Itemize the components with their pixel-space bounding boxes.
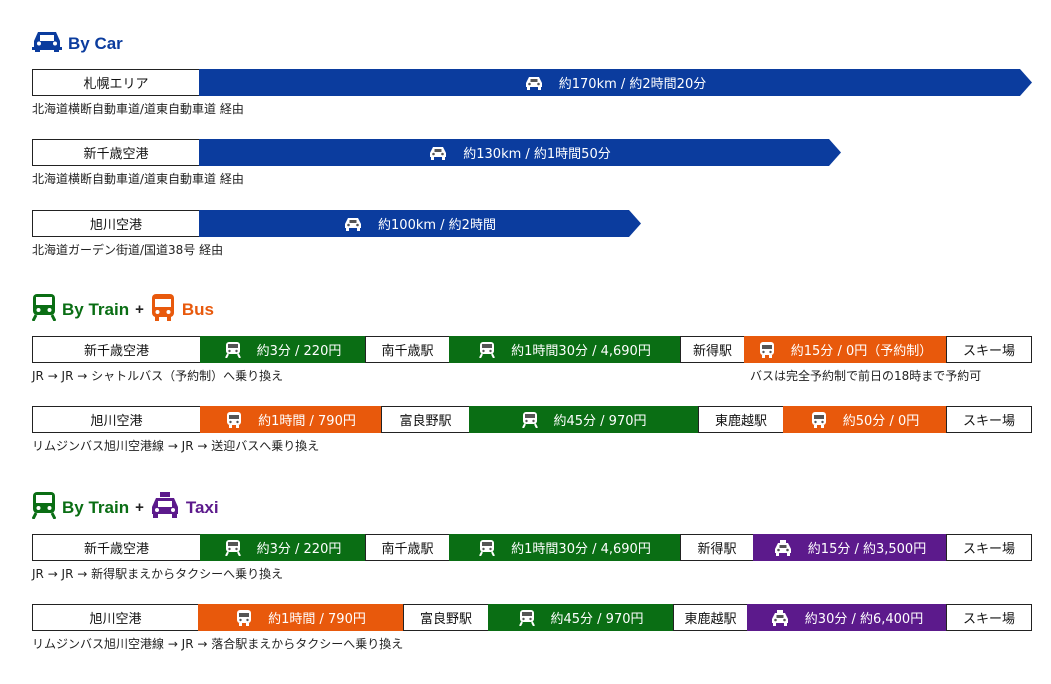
destination: スキー場	[946, 604, 1032, 631]
train-bus-route: 旭川空港 約1時間 / 790円 富良野駅 約45分 / 970円 東鹿越駅 約…	[32, 406, 1032, 455]
route-note: 北海道横断自動車道/道東自動車道 経由	[32, 172, 244, 186]
train-icon	[224, 539, 249, 556]
taxi-icon	[150, 491, 186, 524]
route-note: リムジンバス旭川空港線 → JR → 落合駅まえからタクシーへ乗り換え	[32, 637, 404, 651]
plus-sign: +	[135, 499, 144, 516]
car-route: 新千歳空港 約130km / 約1時間50分 北海道横断自動車道/道東自動車道 …	[32, 139, 1032, 188]
transfer-stop: 南千歳駅	[365, 534, 450, 561]
route-origin: 旭川空港	[32, 210, 200, 237]
car-duration-segment: 約100km / 約2時間	[199, 210, 641, 237]
bus-icon	[811, 411, 835, 428]
train-icon	[479, 539, 503, 556]
leg-duration-text: 約50分 / 0円	[842, 414, 920, 429]
leg-duration-segment: 約1時間30分 / 4,690円	[449, 534, 681, 561]
car-route: 旭川空港 約100km / 約2時間 北海道ガーデン街道/国道38号 経由	[32, 210, 1032, 259]
bus-icon	[759, 341, 783, 358]
car-duration-text: 約170km / 約2時間20分	[558, 77, 707, 92]
car-title-text: By Car	[68, 33, 123, 53]
train-icon	[521, 411, 546, 428]
destination: スキー場	[946, 406, 1032, 433]
transfer-stop: 東鹿越駅	[673, 604, 748, 631]
leg-duration-text: 約1時間 / 790円	[268, 612, 366, 627]
leg-duration-text: 約3分 / 220円	[256, 344, 342, 359]
train-icon	[31, 491, 62, 524]
train-taxi-route: 新千歳空港 約3分 / 220円 南千歳駅 約1時間30分 / 4,690円 新…	[32, 534, 1032, 583]
leg-duration-segment: 約30分 / 約6,400円	[747, 604, 947, 631]
leg-duration-text: 約1時間 / 790円	[258, 414, 356, 429]
bus-icon	[236, 609, 260, 626]
car-icon	[32, 30, 68, 57]
car-duration-segment: 約170km / 約2時間20分	[199, 69, 1032, 96]
section-title-train-bus: By Train + Bus	[31, 293, 214, 326]
route-origin: 札幌エリア	[32, 69, 200, 96]
destination: スキー場	[946, 336, 1032, 363]
leg-duration-text: 約3分 / 220円	[256, 542, 342, 557]
car-icon	[429, 146, 455, 160]
transfer-stop: 新得駅	[680, 336, 745, 363]
route-note: 北海道横断自動車道/道東自動車道 経由	[32, 102, 244, 116]
car-duration-text: 約130km / 約1時間50分	[463, 147, 611, 162]
route-note: 北海道ガーデン街道/国道38号 経由	[32, 243, 224, 257]
route-note: リムジンバス旭川空港線 → JR → 送迎バスへ乗り換え	[32, 439, 320, 453]
leg-duration-segment: 約1時間 / 790円	[198, 604, 404, 631]
section-title-car: By Car	[32, 30, 123, 57]
train-icon	[31, 293, 62, 326]
train-title-text: By Train	[62, 299, 130, 319]
plus-sign: +	[135, 301, 144, 318]
train-icon	[518, 609, 543, 626]
route-origin: 旭川空港	[32, 406, 201, 433]
leg-duration-segment: 約15分 / 0円（予約制）	[744, 336, 947, 363]
train-icon	[224, 341, 249, 358]
transfer-stop: 東鹿越駅	[698, 406, 784, 433]
car-route: 札幌エリア 約170km / 約2時間20分 北海道横断自動車道/道東自動車道 …	[32, 69, 1032, 118]
car-duration-segment: 約130km / 約1時間50分	[199, 139, 841, 166]
leg-duration-text: 約1時間30分 / 4,690円	[511, 542, 651, 557]
leg-duration-segment: 約3分 / 220円	[200, 534, 366, 561]
leg-duration-text: 約15分 / 0円（予約制）	[790, 344, 933, 359]
transfer-stop: 新得駅	[680, 534, 754, 561]
train-icon	[479, 341, 503, 358]
destination: スキー場	[946, 534, 1032, 561]
route-origin: 新千歳空港	[32, 336, 201, 363]
car-duration-text: 約100km / 約2時間	[378, 218, 496, 233]
train-bus-route: 新千歳空港 約3分 / 220円 南千歳駅 約1時間30分 / 4,690円 新…	[32, 336, 1032, 385]
bus-title: Bus	[150, 293, 214, 326]
route-origin: 新千歳空港	[32, 534, 201, 561]
bus-icon	[226, 411, 250, 428]
route-origin: 旭川空港	[32, 604, 199, 631]
leg-duration-text: 約15分 / 約3,500円	[807, 542, 927, 557]
route-note-right: バスは完全予約制で前日の18時まで予約可	[750, 369, 982, 383]
section-title-train-taxi: By Train + Taxi	[31, 491, 219, 524]
car-icon	[525, 76, 551, 90]
taxi-title-text: Taxi	[185, 497, 219, 517]
taxi-icon	[774, 539, 800, 556]
leg-duration-segment: 約45分 / 970円	[469, 406, 699, 433]
train-title: By Train	[31, 491, 130, 524]
leg-duration-segment: 約50分 / 0円	[783, 406, 947, 433]
route-note: JR → JR → 新得駅まえからタクシーへ乗り換え	[32, 567, 284, 581]
leg-duration-segment: 約15分 / 約3,500円	[753, 534, 947, 561]
taxi-icon	[771, 609, 797, 626]
bus-icon	[150, 293, 182, 326]
transfer-stop: 富良野駅	[403, 604, 489, 631]
leg-duration-segment: 約45分 / 970円	[488, 604, 674, 631]
leg-duration-text: 約45分 / 970円	[553, 414, 647, 429]
car-icon	[344, 217, 370, 231]
leg-duration-text: 約45分 / 970円	[550, 612, 644, 627]
transfer-stop: 南千歳駅	[365, 336, 450, 363]
route-note: JR → JR → シャトルバス（予約制）へ乗り換え	[32, 369, 284, 383]
bus-title-text: Bus	[181, 299, 214, 319]
taxi-title: Taxi	[150, 491, 219, 524]
train-taxi-route: 旭川空港 約1時間 / 790円 富良野駅 約45分 / 970円 東鹿越駅 約…	[32, 604, 1032, 653]
leg-duration-segment: 約3分 / 220円	[200, 336, 366, 363]
leg-duration-text: 約30分 / 約6,400円	[804, 612, 924, 627]
transfer-stop: 富良野駅	[381, 406, 470, 433]
car-title: By Car	[32, 30, 123, 57]
leg-duration-text: 約1時間30分 / 4,690円	[511, 344, 651, 359]
train-title: By Train	[31, 293, 130, 326]
leg-duration-segment: 約1時間30分 / 4,690円	[449, 336, 681, 363]
leg-duration-segment: 約1時間 / 790円	[200, 406, 382, 433]
route-origin: 新千歳空港	[32, 139, 200, 166]
train-title-text: By Train	[62, 497, 130, 517]
